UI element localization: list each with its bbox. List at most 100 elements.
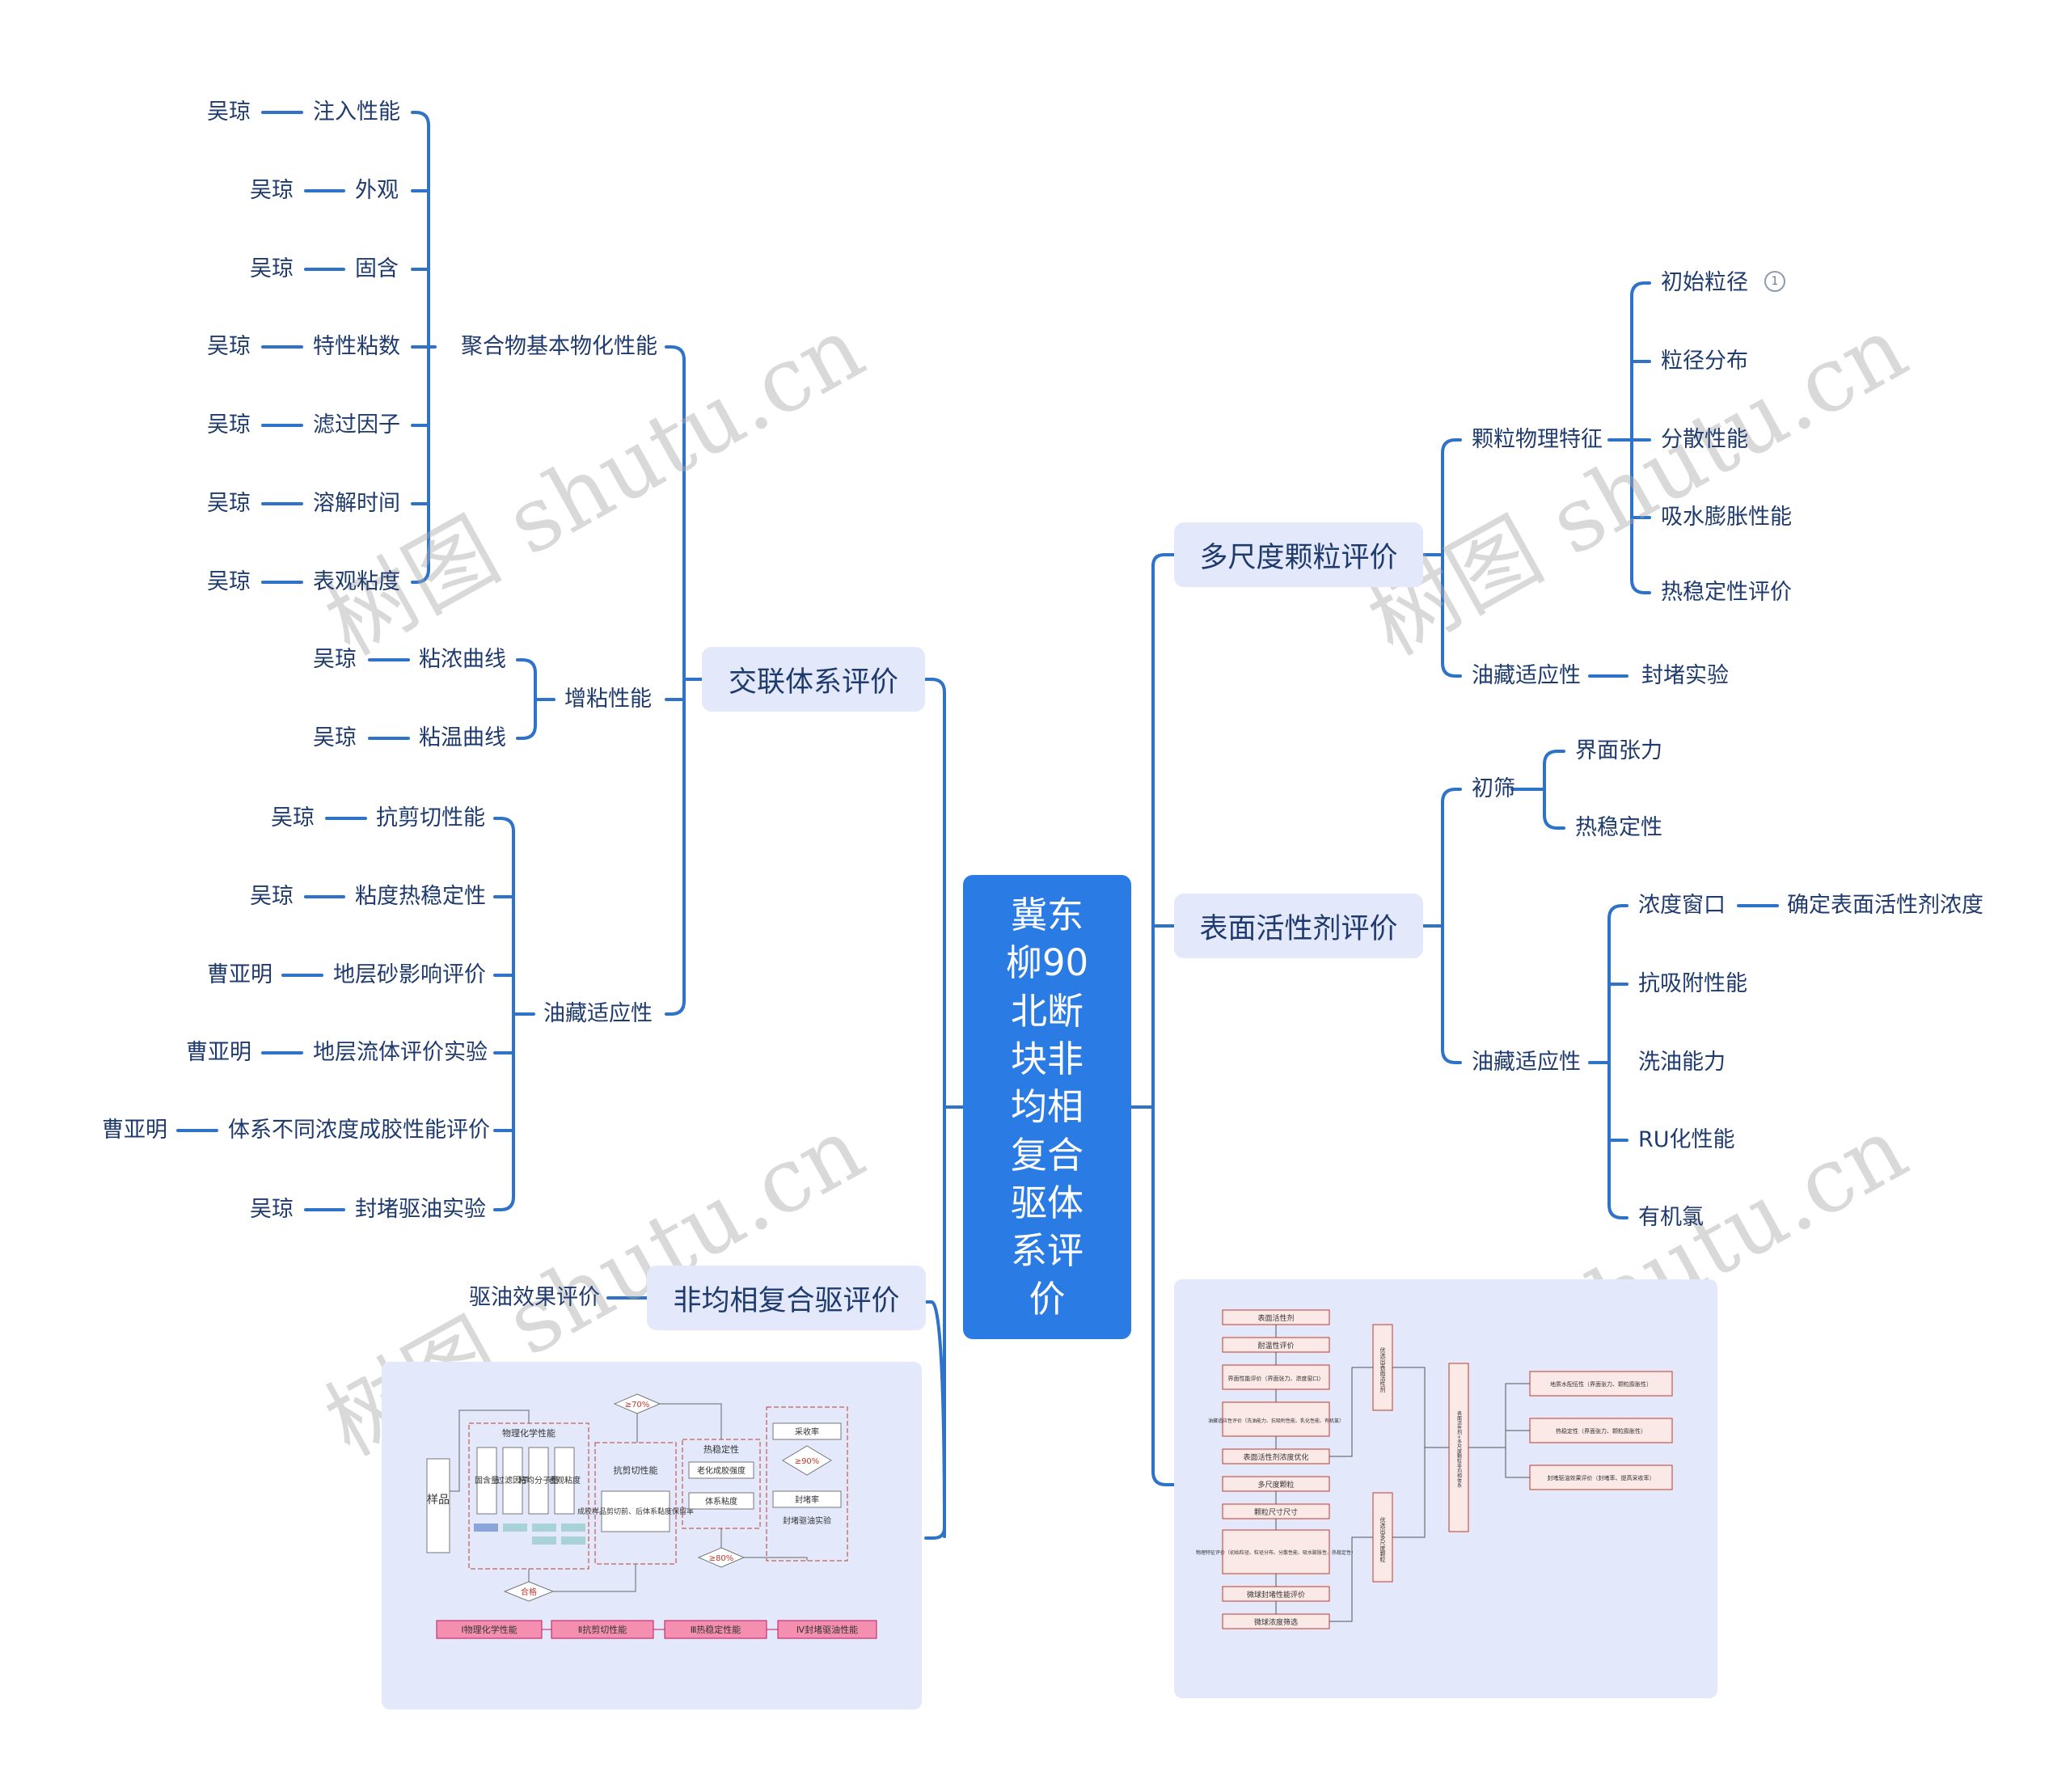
topic-leaf[interactable]: 注入性能 (313, 99, 400, 125)
topic-leaf[interactable]: 洗油能力 (1638, 1050, 1726, 1075)
topic-leaf[interactable]: 固含 (355, 256, 399, 281)
thermal-a: 老化成胶强度 (697, 1465, 746, 1476)
shear-label: 抗剪切性能 (614, 1464, 658, 1476)
topic-surfactant-reservoir[interactable]: 油藏适应性 (1472, 1050, 1581, 1075)
person-label: 吴琼 (207, 491, 251, 516)
flowchart-left-svg: 样品 物理化学性能 固含量 过滤因子 粘均分子量 表观粘度 抗剪切性能 成胶样品… (426, 1393, 877, 1639)
topic-crosslink-evaluation[interactable]: 交联体系评价 (702, 647, 925, 712)
flow-result-1: 热稳定性（界面张力、颗粒膨胀性） (1556, 1427, 1646, 1435)
person-label: 吴琼 (250, 256, 294, 281)
flow-s1-2: 界面性能评价（界面张力、浓度窗口） (1228, 1375, 1324, 1382)
sample-label: 样品 (427, 1494, 450, 1507)
plug-exp-label: 封堵驱油实验 (783, 1515, 831, 1526)
topic-surfactant-screen[interactable]: 初筛 (1472, 776, 1515, 801)
topic-leaf[interactable]: 粘度热稳定性 (355, 884, 486, 909)
flow-s2-1: 颗粒尺寸尺寸 (1254, 1507, 1298, 1517)
topic-particle-reservoir[interactable]: 油藏适应性 (1472, 663, 1581, 688)
root-topic[interactable]: 冀东柳90北断块非均相复合驱体系评价 (963, 875, 1131, 1339)
person-label: 吴琼 (313, 647, 357, 672)
thermal-b: 体系粘度 (705, 1496, 737, 1507)
flowchart-image-left[interactable]: 样品 物理化学性能 固含量 过滤因子 粘均分子量 表观粘度 抗剪切性能 成胶样品… (382, 1362, 922, 1710)
topic-leaf[interactable]: 滤过因子 (313, 412, 400, 437)
topic-leaf[interactable]: 粘浓曲线 (419, 647, 506, 672)
thermal-label: 热稳定性 (703, 1443, 739, 1455)
person-label: 吴琼 (207, 334, 251, 359)
person-label: 吴琼 (250, 884, 294, 909)
topic-leaf[interactable]: 封堵实验 (1641, 663, 1729, 688)
person-label: 吴琼 (250, 1197, 294, 1222)
topic-flooding-effect[interactable]: 驱油效果评价 (469, 1285, 600, 1310)
flow-s1-3: 油藏适应性评价（洗油能力、抗吸附性能、乳化性能、有机氯） (1208, 1418, 1344, 1424)
flow-s2-4: 微球浓度筛选 (1254, 1617, 1298, 1627)
topic-leaf[interactable]: 抗吸附性能 (1638, 971, 1747, 996)
person-label: 曹亚明 (207, 962, 272, 987)
topic-leaf[interactable]: RU化性能 (1638, 1127, 1735, 1152)
flow-pick2: 优选出多尺度颗粒 (1379, 1516, 1386, 1563)
topic-leaf[interactable]: 地层砂影响评价 (333, 962, 486, 987)
topic-leaf[interactable]: 地层流体评价实验 (313, 1040, 488, 1065)
stage-1: Ⅱ抗剪切性能 (578, 1624, 627, 1635)
topic-leaf[interactable]: 界面张力 (1575, 738, 1662, 763)
stage-0: Ⅰ物理化学性能 (461, 1624, 517, 1635)
flow-s2-3: 微球封堵性能评价 (1247, 1590, 1305, 1600)
topic-leaf[interactable]: 溶解时间 (313, 491, 400, 516)
note-badge[interactable]: 1 (1764, 271, 1785, 292)
topic-leaf[interactable]: 粘温曲线 (419, 725, 506, 750)
person-label: 曹亚明 (102, 1118, 167, 1143)
topic-leaf[interactable]: 粒径分布 (1661, 349, 1748, 374)
flow-result-0: 地质水配伍性（界面张力、颗粒膨胀性） (1550, 1380, 1652, 1388)
stage-3: Ⅳ封堵驱油性能 (796, 1624, 858, 1635)
d90-label: ≥90% (795, 1457, 820, 1466)
topic-reservoir-fit[interactable]: 油藏适应性 (543, 1001, 653, 1026)
phys-col-1: 过滤因子 (496, 1475, 529, 1486)
flowchart-image-right[interactable]: 表面活性剂 耐温性评价 界面性能评价（界面张力、浓度窗口） 油藏适应性评价（洗油… (1174, 1279, 1717, 1698)
topic-particle-evaluation[interactable]: 多尺度颗粒评价 (1174, 522, 1423, 587)
topic-leaf[interactable]: 抗剪切性能 (376, 805, 485, 830)
topic-particle-physical[interactable]: 颗粒物理特征 (1472, 427, 1603, 452)
flow-combo: 表面活性剂+多尺度颗粒非均相体系 (1456, 1410, 1462, 1488)
person-label: 吴琼 (207, 99, 251, 125)
flow-s2-0: 多尺度颗粒 (1257, 1480, 1294, 1490)
person-label: 吴琼 (207, 412, 251, 437)
topic-heterogeneous-flooding[interactable]: 非均相复合驱评价 (647, 1266, 926, 1330)
topic-polymer-properties[interactable]: 聚合物基本物化性能 (461, 334, 657, 359)
person-label: 吴琼 (207, 569, 251, 594)
shear-box: 成胶样品剪切前、后体系黏度保留率 (577, 1507, 694, 1516)
topic-leaf[interactable]: 封堵驱油实验 (355, 1197, 486, 1222)
topic-leaf[interactable]: 热稳定性 (1575, 815, 1662, 840)
flow-s1-4: 表面活性剂浓度优化 (1243, 1452, 1308, 1462)
d70-label: ≥70% (625, 1401, 650, 1410)
phys-title: 物理化学性能 (502, 1427, 556, 1439)
stage-2: Ⅲ热稳定性能 (691, 1624, 741, 1635)
topic-leaf[interactable]: 浓度窗口 (1638, 893, 1726, 918)
flow-s1-0: 表面活性剂 (1257, 1313, 1294, 1323)
flow-result-2: 封堵驱油效果评价（封堵率、提高采收率） (1548, 1474, 1655, 1481)
plug-rate-label: 封堵率 (795, 1494, 819, 1505)
topic-leaf[interactable]: 外观 (355, 178, 399, 203)
topic-viscosify[interactable]: 增粘性能 (564, 687, 652, 712)
topic-surfactant-evaluation[interactable]: 表面活性剂评价 (1174, 894, 1423, 958)
flow-s1-1: 耐温性评价 (1257, 1341, 1294, 1350)
flow-pick1: 优选出表面活性剂 (1379, 1346, 1386, 1393)
topic-leaf[interactable]: 吸水膨胀性能 (1661, 505, 1792, 530)
topic-leaf[interactable]: 体系不同浓度成胶性能评价 (228, 1118, 490, 1143)
topic-leaf[interactable]: 特性粘数 (313, 334, 400, 359)
topic-leaf[interactable]: 初始粒径 (1661, 270, 1748, 295)
phys-col-2: 粘均分子量 (518, 1475, 559, 1486)
person-label: 曹亚明 (186, 1040, 251, 1065)
person-label: 吴琼 (250, 178, 294, 203)
person-label: 吴琼 (271, 805, 315, 830)
pass-label: 合格 (521, 1587, 537, 1597)
topic-leaf[interactable]: 热稳定性评价 (1661, 580, 1792, 605)
flowchart-right-svg: 表面活性剂 耐温性评价 界面性能评价（界面张力、浓度窗口） 油藏适应性评价（洗油… (1196, 1309, 1673, 1629)
topic-leaf[interactable]: 确定表面活性剂浓度 (1787, 893, 1983, 918)
d80-label: ≥80% (709, 1554, 734, 1563)
flow-s2-2: 物理特征评价（初始粒径、粒径分布、分散性能、吸水膨胀性、热稳定性） (1196, 1549, 1356, 1556)
phys-col-3: 表观粘度 (548, 1475, 581, 1486)
topic-leaf[interactable]: 有机氯 (1638, 1205, 1704, 1230)
person-label: 吴琼 (313, 725, 357, 750)
topic-leaf[interactable]: 分散性能 (1661, 427, 1748, 452)
topic-leaf[interactable]: 表观粘度 (313, 569, 400, 594)
recovery-label: 采收率 (795, 1426, 819, 1437)
